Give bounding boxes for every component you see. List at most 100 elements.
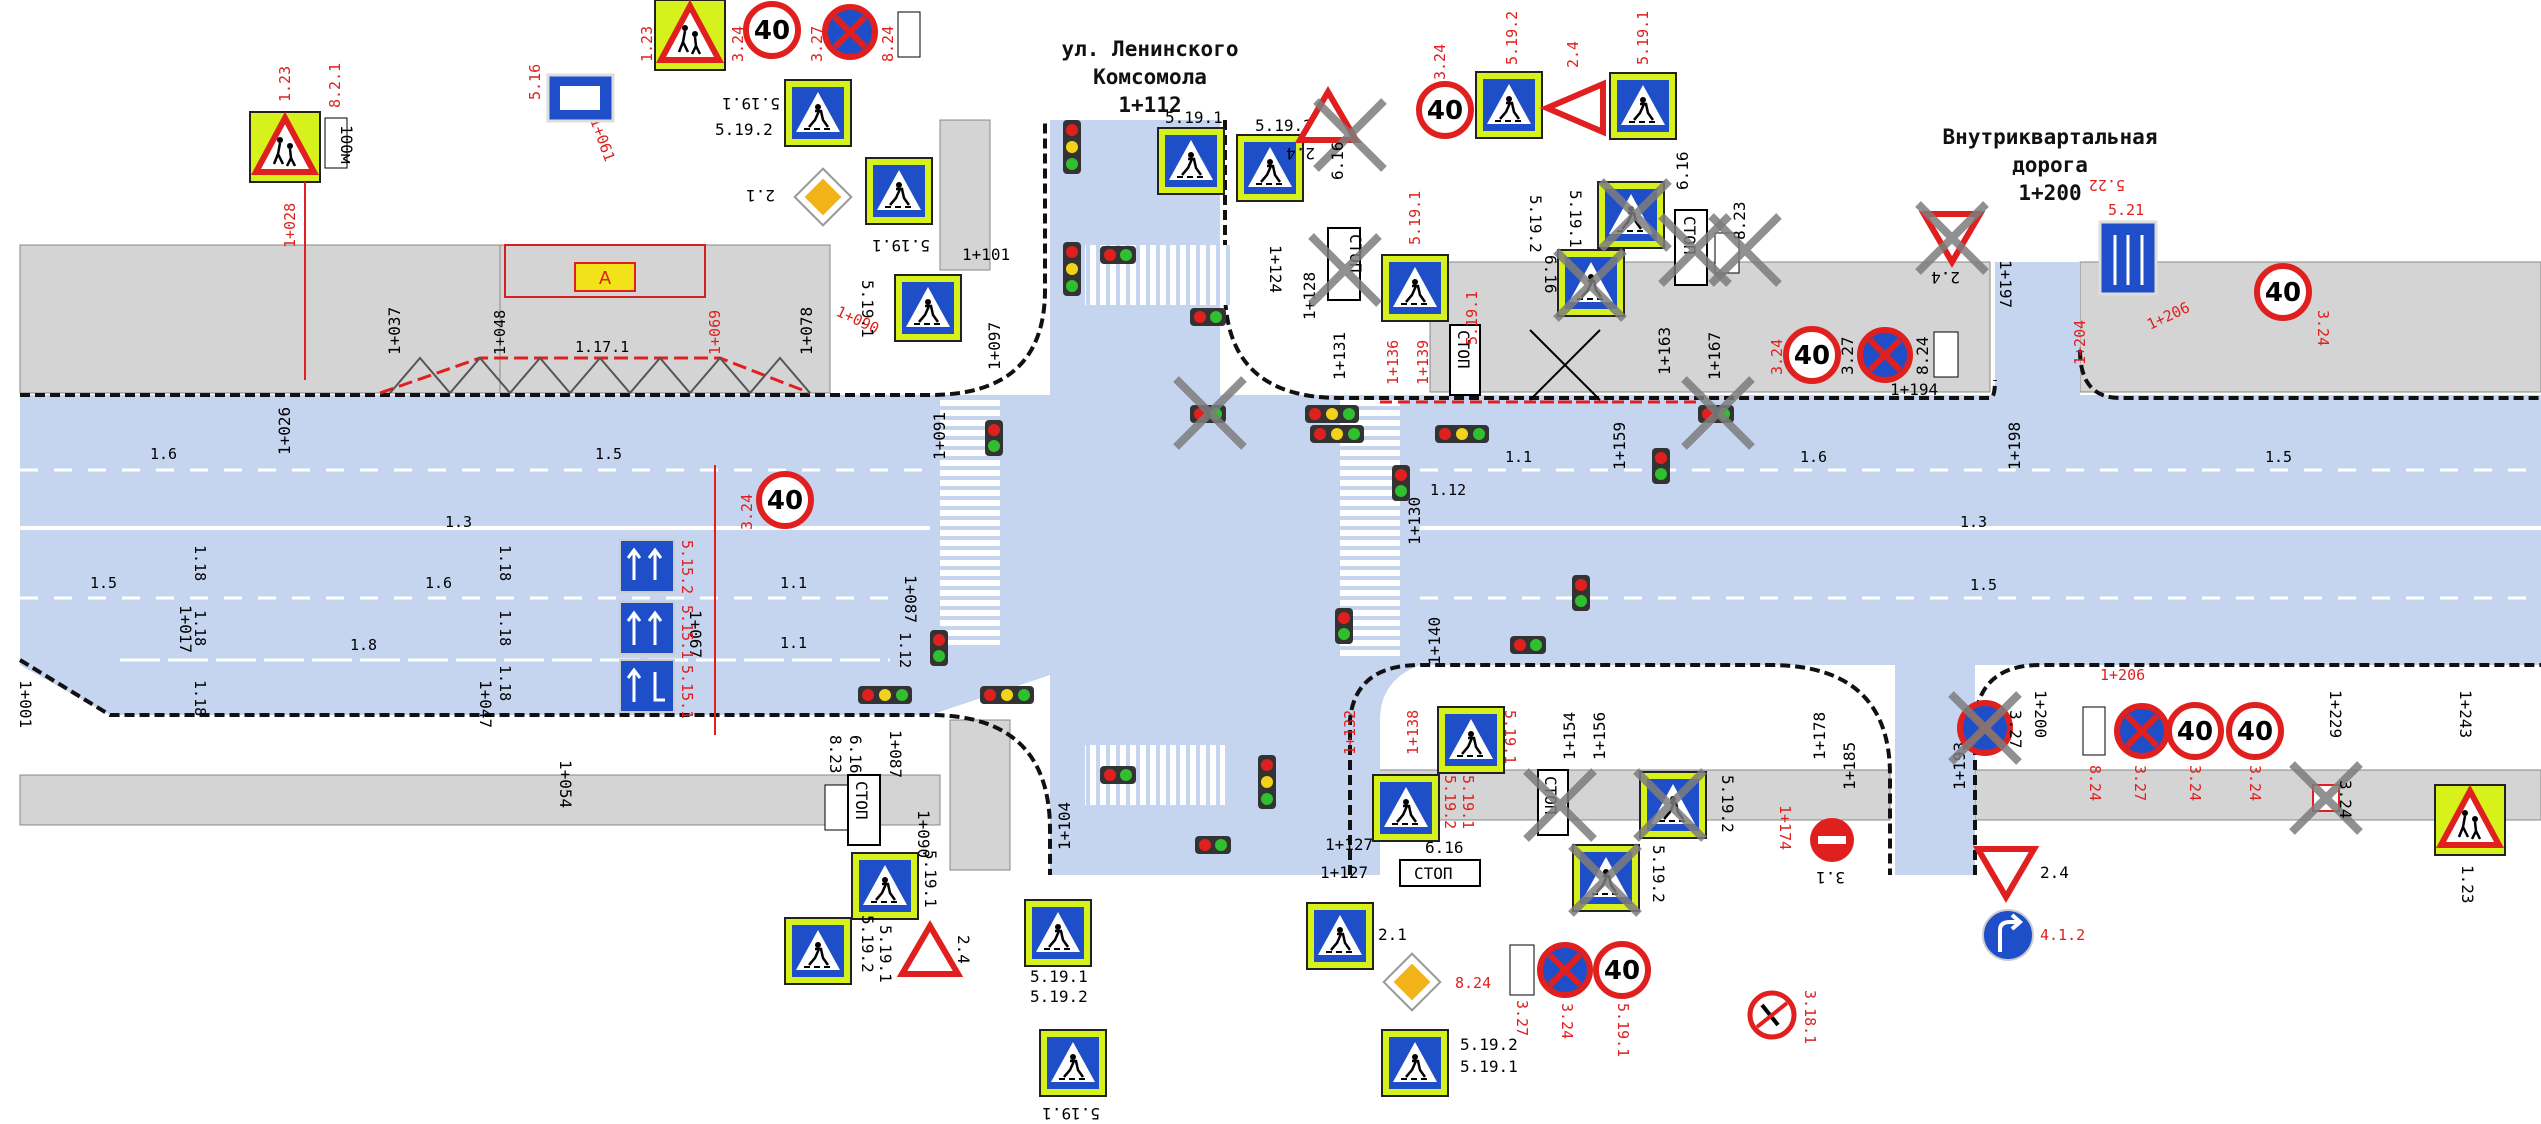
pedestrian-crossing-icon — [1156, 126, 1226, 196]
picket-labels: 1+026 1+037 1+048 1+069 1+078 1+091 1+09… — [16, 115, 2475, 882]
sign-code: 5.19.1 — [1614, 1003, 1632, 1057]
picket-label: 1+198 — [2005, 422, 2024, 470]
picket-label: 1+061 — [586, 115, 618, 164]
sign-code: 3.24 — [1768, 339, 1786, 375]
pedestrian-crossing-icon — [1474, 70, 1544, 140]
pedestrian-crossing-icon — [783, 78, 853, 148]
sign-code: 8.2.1 — [326, 63, 344, 108]
sign-code: 8.24 — [2086, 765, 2104, 801]
sign-code: 3.24 — [1431, 44, 1449, 80]
picket-label: 1+174 — [1776, 805, 1794, 850]
sign-code: 5.19.1 — [1566, 190, 1585, 248]
tow-plate-icon — [1933, 331, 1959, 378]
sign-code: 2.4 — [1286, 144, 1315, 163]
pedestrian-crossing-icon — [1305, 901, 1375, 971]
marking-label: 1.6 — [1800, 448, 1827, 466]
speed-limit-icon — [2169, 705, 2221, 757]
sign-code: 5.19.1 — [1634, 11, 1652, 65]
stop-line-sign-icon — [1449, 324, 1481, 396]
picket-label: 1+026 — [275, 407, 294, 455]
marking-label: 1.6 — [150, 445, 177, 463]
pedestrian-crossing-icon — [783, 916, 853, 986]
sign-code: 3.24 — [2186, 765, 2204, 801]
picket-label: 1+131 — [1330, 332, 1349, 380]
speed-limit-icon — [2257, 266, 2309, 318]
picket-label: 1+194 — [1890, 380, 1938, 399]
picket-label: 1+136 — [1384, 340, 1402, 385]
picket-label: 1+200 — [2031, 690, 2050, 738]
bus-stop-zigzag — [389, 356, 811, 395]
sign-code: 5.19.2 — [1526, 195, 1545, 253]
picket-label: 1+087 — [901, 575, 920, 623]
marking-label: 1.1 — [780, 634, 807, 652]
marking-label: 1.5 — [2265, 448, 2292, 466]
sign-code: 5.19.2 — [1030, 987, 1088, 1006]
sign-code: 3.24 — [738, 494, 756, 530]
sign-code: 5.19.1 — [876, 925, 895, 983]
tow-plate-icon — [2082, 706, 2106, 756]
no-stopping-icon — [1540, 945, 1590, 995]
picket-label: 1+154 — [1560, 712, 1579, 760]
ped-traffic-light-icon — [1572, 575, 1590, 611]
picket-label: 1+159 — [1610, 422, 1629, 470]
picket-label: 1+132 — [1341, 710, 1359, 755]
sign-code: 5.19.1 — [921, 850, 940, 908]
carriageway — [20, 120, 2541, 875]
picket-label: 1+037 — [385, 307, 404, 355]
sign-code: 5.15.2 — [678, 540, 696, 594]
picket-label: 1+139 — [1414, 340, 1432, 385]
sign-code: 3.27 — [2006, 710, 2025, 749]
ped-traffic-light-icon — [1392, 465, 1410, 501]
sign-code: 5.19.1 — [1406, 191, 1424, 245]
marking-label: 1.18 — [191, 680, 209, 716]
street-komsomol-line1: ул. Ленинского — [1061, 37, 1238, 61]
sign-code: 3.27 — [2131, 765, 2149, 801]
distance-plate-icon — [324, 117, 348, 169]
sign-code: 5.19.2 — [1255, 116, 1313, 135]
no-stopping-icon — [1860, 330, 1910, 380]
sign-code: 3.27 — [1838, 336, 1857, 375]
pedestrian-crossing-icon — [893, 273, 963, 343]
speed-limit-icon — [759, 474, 811, 526]
marking-label: 1.5 — [90, 574, 117, 592]
pedestrian-crossing-icon — [1380, 1028, 1450, 1098]
ped-traffic-light-icon — [1100, 766, 1136, 784]
sign-code: 5.19.2 — [1649, 845, 1668, 903]
plate-icon — [824, 784, 852, 831]
children-warning-icon — [2435, 785, 2505, 855]
marking-label: 1.5 — [595, 445, 622, 463]
picket-label: 1+140 — [1425, 617, 1444, 665]
sign-code: 6.16 — [1425, 838, 1464, 857]
marking-label: 1.12 — [896, 632, 914, 668]
sign-code: 3.24 — [1558, 1003, 1576, 1039]
street-inner-line2: дорога — [2012, 153, 2088, 177]
sign-code: 5.19.2 — [858, 915, 877, 973]
lane-markings — [20, 468, 2541, 662]
traffic-light-icon — [1258, 755, 1276, 809]
sign-code: 5.16 — [526, 64, 544, 100]
traffic-light-icon — [1310, 425, 1364, 443]
ped-traffic-light-icon — [1652, 448, 1670, 484]
sign-code: 6.16 — [1541, 255, 1560, 294]
sign-code: 5.19.2 — [1460, 1035, 1518, 1054]
sign-code: 5.15.1 — [678, 605, 696, 659]
sign-code: 5.19.1 — [1459, 775, 1477, 829]
marking-label: 1.18 — [191, 610, 209, 646]
marking-labels: 1.6 1.5 1.3 1.5 1.6 1.8 1.1 1.1 1.12 1.1… — [90, 338, 2292, 716]
sign-code: 5.15.1 — [678, 665, 696, 719]
street-inner-line1: Внутриквартальная — [1943, 125, 2158, 149]
traffic-light-icon — [1435, 425, 1489, 443]
bus-stop-platform: А — [574, 262, 636, 292]
marking-label: 1.3 — [1960, 513, 1987, 531]
marking-label: 1.18 — [496, 610, 514, 646]
pedestrian-crossing-icon — [864, 156, 934, 226]
marking-label: 1.17.1 — [575, 338, 629, 356]
sign-code: 5.21 — [2108, 201, 2144, 219]
sign-code: 1.23 — [276, 66, 294, 102]
pedestrian-crossing-icon — [1371, 773, 1441, 843]
marking-label: 1.6 — [425, 574, 452, 592]
traffic-light-icon — [980, 686, 1034, 704]
picket-label: 1+185 — [1840, 742, 1859, 790]
picket-label: 1+178 — [1810, 712, 1829, 760]
ped-traffic-light-icon — [1335, 608, 1353, 644]
